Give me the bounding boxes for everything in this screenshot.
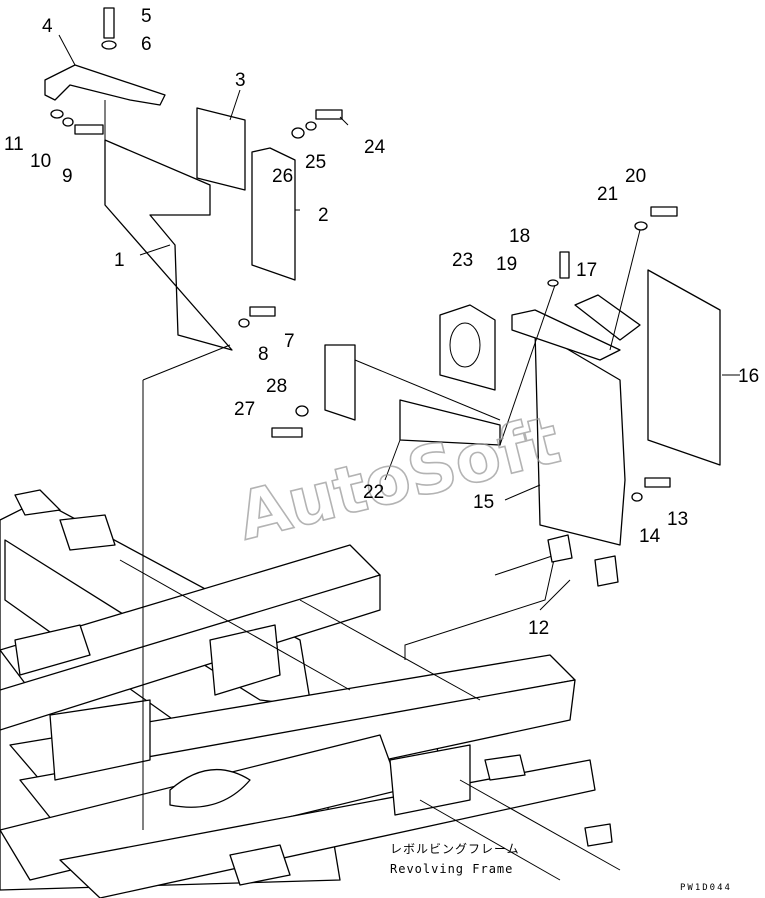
part-3-rubber-pad xyxy=(196,107,246,191)
callout-25: 25 xyxy=(305,152,326,173)
callout-5: 5 xyxy=(141,6,152,27)
part-4-cover-bracket xyxy=(44,64,166,106)
callout-8: 8 xyxy=(258,344,269,365)
callout-19: 19 xyxy=(496,254,517,275)
callout-7: 7 xyxy=(284,331,295,352)
callout-13: 13 xyxy=(667,509,688,530)
part-17-pad xyxy=(574,294,641,341)
callout-labels: 5 6 4 3 11 10 9 26 25 24 2 1 8 7 27 28 2… xyxy=(4,6,759,639)
leader-lines xyxy=(58,34,740,830)
callout-15: 15 xyxy=(473,492,494,513)
callout-1: 1 xyxy=(114,250,125,271)
callout-3: 3 xyxy=(235,70,246,91)
callout-18: 18 xyxy=(509,226,530,247)
callout-9: 9 xyxy=(62,166,73,187)
revolving-frame xyxy=(0,489,621,898)
callout-28: 28 xyxy=(266,376,287,397)
callout-26: 26 xyxy=(272,166,293,187)
part-23-bracket xyxy=(439,304,496,391)
part-16-pad xyxy=(647,269,721,466)
callout-27: 27 xyxy=(234,399,255,420)
callout-24: 24 xyxy=(364,137,386,158)
callout-20: 20 xyxy=(625,166,646,187)
callout-22: 22 xyxy=(363,482,384,503)
callout-14: 14 xyxy=(639,526,661,547)
caption-japanese: レボルビングフレーム xyxy=(390,842,520,856)
callout-21: 21 xyxy=(597,184,618,205)
callout-12: 12 xyxy=(528,618,549,639)
drawing-code: PW1D044 xyxy=(680,883,732,893)
watermark: AutoSoft xyxy=(230,401,567,555)
caption-english: Revolving Frame xyxy=(390,862,513,876)
callout-10: 10 xyxy=(30,151,51,172)
callout-6: 6 xyxy=(141,34,152,55)
callout-2: 2 xyxy=(318,205,329,226)
part-2-plate xyxy=(251,147,296,281)
bolts-and-washers xyxy=(50,7,678,502)
part-15-cover xyxy=(511,309,626,546)
callout-11: 11 xyxy=(4,134,24,155)
callout-4: 4 xyxy=(42,16,53,37)
part-22-bracket xyxy=(324,344,501,446)
callout-23: 23 xyxy=(452,250,473,271)
part-12-clips xyxy=(547,534,619,587)
callout-17: 17 xyxy=(576,260,597,281)
callout-16: 16 xyxy=(738,366,759,387)
